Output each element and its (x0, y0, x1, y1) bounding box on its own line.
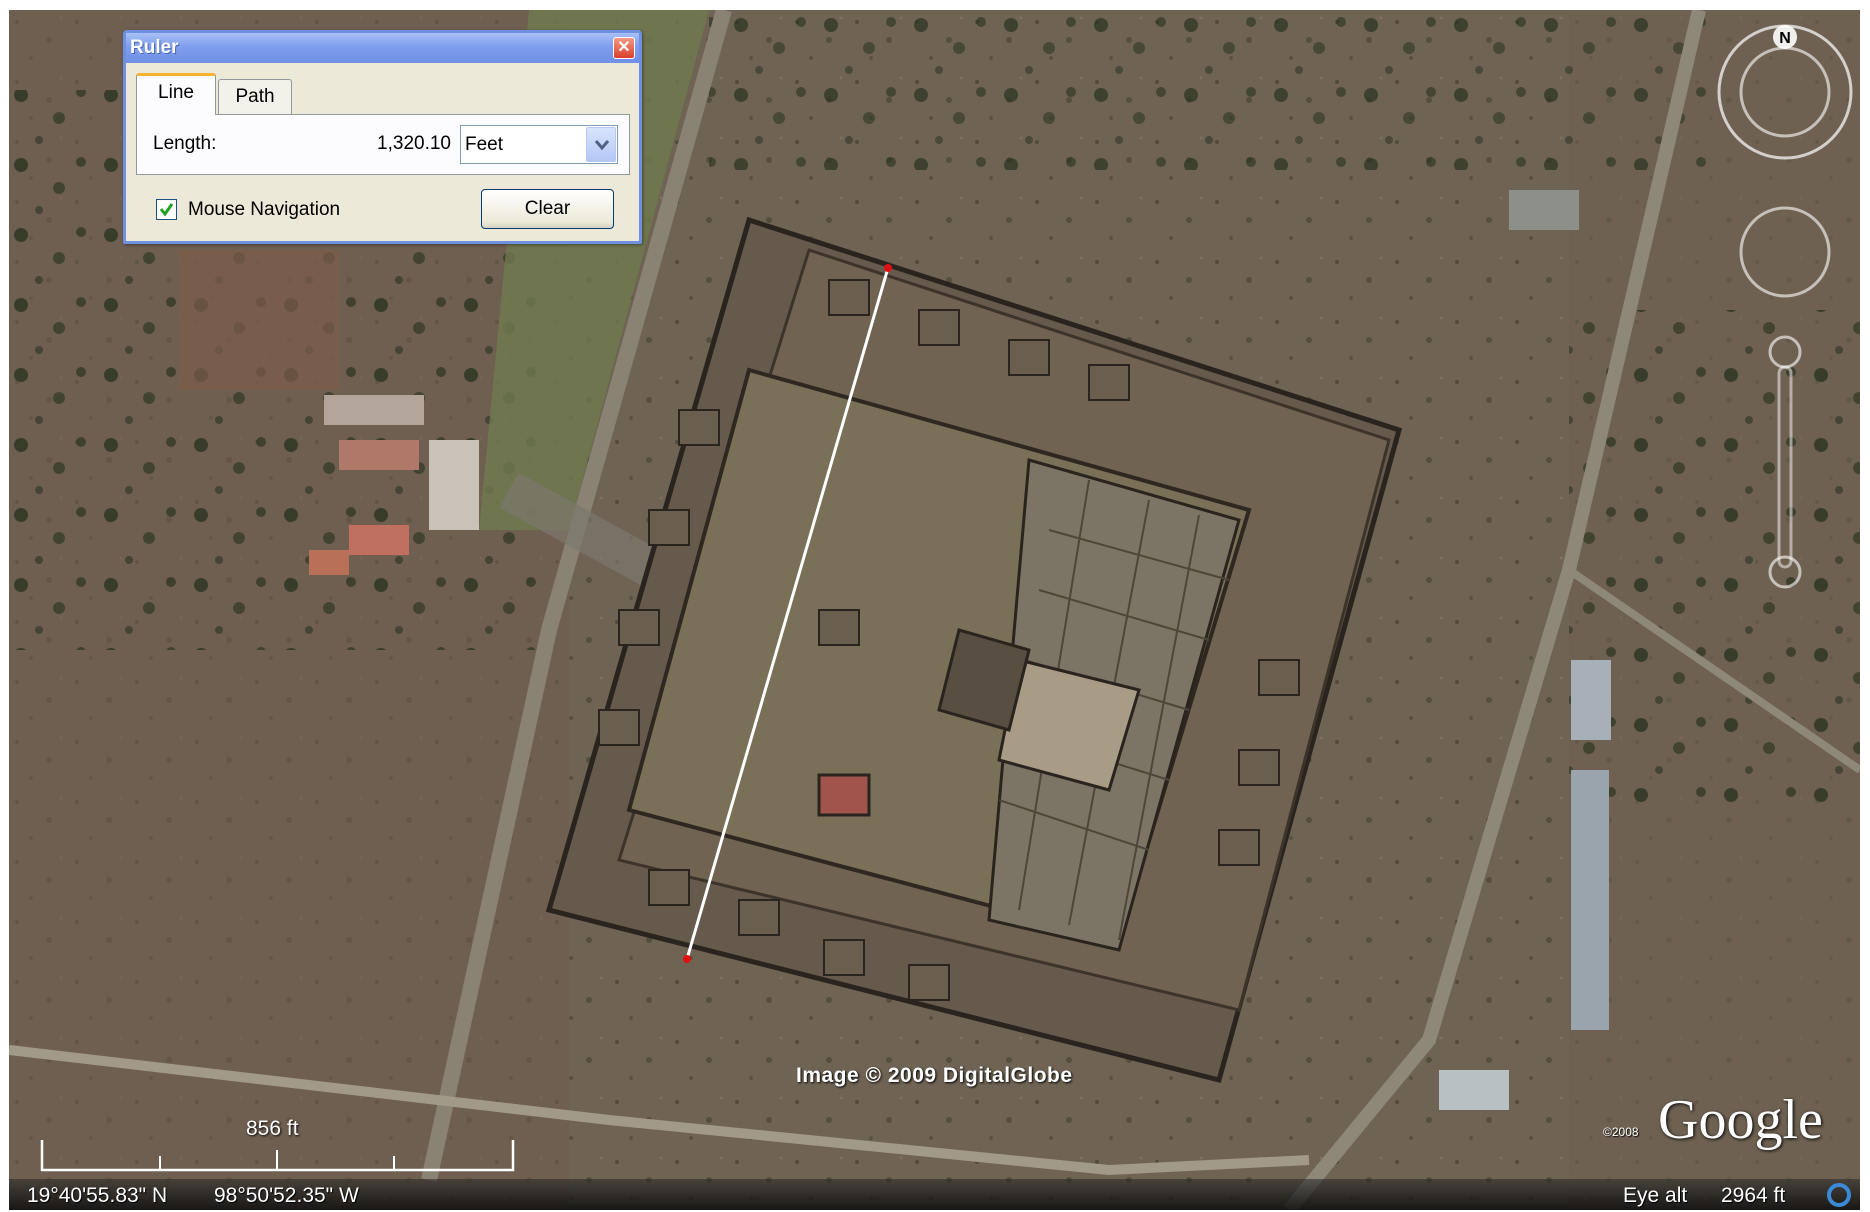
ruler-dialog: Ruler ✕ Line Path Length: 1,320.10 Feet … (123, 30, 642, 244)
eye-alt-label: Eye alt (1623, 1184, 1688, 1207)
chevron-down-icon (594, 140, 610, 151)
ruler-title-bar[interactable]: Ruler ✕ (126, 33, 639, 63)
zoom-slider-icon[interactable] (1768, 335, 1802, 589)
google-copyright-year: ©2008 (1603, 1125, 1639, 1139)
status-bar (9, 1179, 1860, 1210)
eye-alt-value: 2964 ft (1721, 1184, 1786, 1207)
look-joystick-icon[interactable] (1739, 206, 1831, 298)
google-logo: Google (1658, 1089, 1823, 1151)
unit-select-value: Feet (465, 134, 504, 155)
ruler-measurement-line (685, 267, 890, 960)
tab-path[interactable]: Path (218, 79, 292, 117)
ruler-tab-panel: Length: 1,320.10 Feet (136, 114, 630, 175)
mouse-navigation-checkbox[interactable] (156, 199, 177, 220)
navigation-controls[interactable]: N (1715, 22, 1855, 602)
compass-icon[interactable]: N (1717, 24, 1853, 160)
imagery-copyright: Image © 2009 DigitalGlobe (796, 1064, 1073, 1087)
streaming-indicator-icon (1827, 1183, 1851, 1207)
close-icon[interactable]: ✕ (613, 37, 635, 59)
scale-bar (40, 1140, 515, 1172)
scale-label: 856 ft (246, 1117, 299, 1140)
mouse-navigation-label: Mouse Navigation (188, 199, 341, 220)
length-label: Length: (153, 133, 217, 154)
ruler-title: Ruler (130, 37, 179, 58)
clear-button[interactable]: Clear (481, 189, 614, 229)
pointer-latitude: 19°40'55.83" N (27, 1184, 168, 1207)
pointer-longitude: 98°50'52.35" W (214, 1184, 359, 1207)
tab-line[interactable]: Line (136, 73, 216, 115)
unit-dropdown-button[interactable] (586, 127, 616, 162)
ruler-start-point[interactable] (884, 264, 892, 272)
checkmark-icon (159, 203, 174, 217)
length-value: 1,320.10 (377, 133, 451, 154)
unit-select[interactable]: Feet (460, 125, 618, 164)
compass-north-label: N (1779, 30, 1791, 47)
ruler-end-point[interactable] (683, 955, 691, 963)
